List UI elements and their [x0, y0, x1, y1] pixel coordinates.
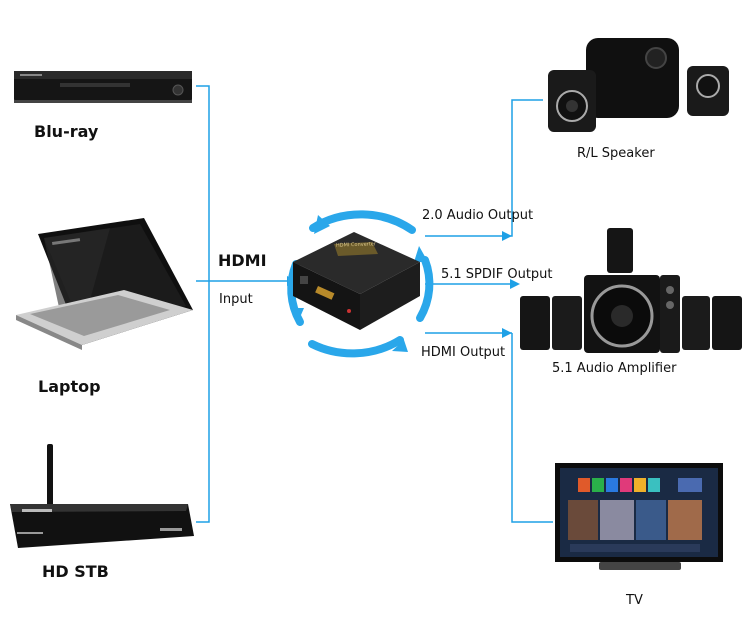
source-label-laptop: Laptop — [38, 377, 101, 396]
sink-label-amplifier: 5.1 Audio Amplifier — [552, 361, 676, 376]
sink-label-speaker: R/L Speaker — [577, 146, 655, 161]
output-label-hdmi: HDMI Output — [421, 345, 505, 360]
output-label-spdif: 5.1 SPDIF Output — [441, 267, 553, 282]
output-label-audio20: 2.0 Audio Output — [422, 208, 533, 223]
source-label-bluray: Blu-ray — [34, 122, 98, 141]
sink-label-tv: TV — [626, 593, 643, 608]
source-label-stb: HD STB — [42, 562, 109, 581]
input-label: Input — [219, 292, 253, 307]
input-hdmi-label: HDMI — [218, 251, 267, 270]
